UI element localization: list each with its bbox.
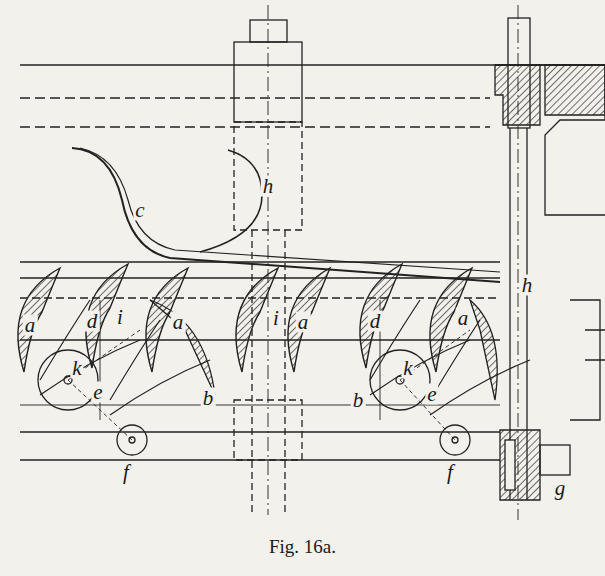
- part-letter: c: [133, 200, 146, 221]
- part-letter: e: [425, 384, 438, 405]
- part-letter: d: [368, 311, 383, 332]
- figure-caption: Fig. 16a.: [0, 536, 605, 558]
- part-letter: k: [70, 358, 83, 379]
- part-letter: h: [520, 275, 535, 296]
- part-letter: a: [296, 312, 311, 333]
- part-letter: d: [85, 311, 100, 332]
- part-letter: a: [23, 315, 38, 336]
- part-letter: a: [171, 312, 186, 333]
- part-letter: i: [115, 307, 125, 328]
- part-letter: b: [351, 390, 366, 411]
- part-letter: g: [553, 478, 568, 499]
- part-letter: f: [445, 462, 455, 483]
- part-letter: i: [271, 308, 281, 329]
- part-letter: a: [456, 308, 471, 329]
- part-letter: k: [401, 358, 414, 379]
- part-letter: f: [121, 462, 131, 483]
- part-letter: b: [201, 388, 216, 409]
- part-letter: h: [261, 176, 276, 197]
- part-letter: e: [91, 382, 104, 403]
